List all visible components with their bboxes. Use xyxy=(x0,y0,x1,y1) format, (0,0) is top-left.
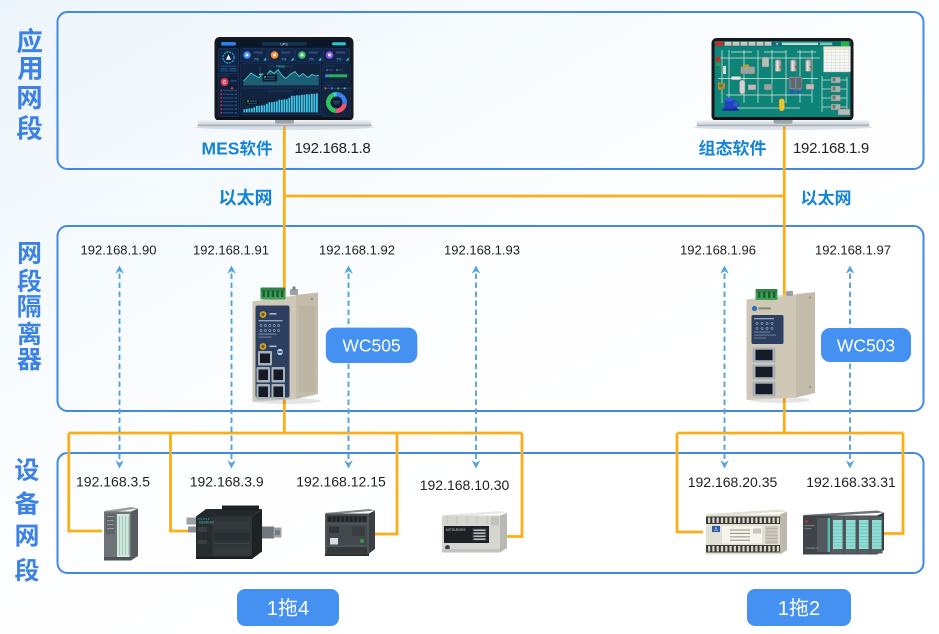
svg-text:192.168.33.31: 192.168.33.31 xyxy=(806,474,896,490)
svg-text:WC503: WC503 xyxy=(837,336,895,356)
svg-text:192.168.1.90: 192.168.1.90 xyxy=(81,242,157,257)
svg-text:WC505: WC505 xyxy=(342,336,400,356)
svg-text:7%: 7% xyxy=(309,58,315,62)
svg-text:192.168.3.9: 192.168.3.9 xyxy=(190,474,264,490)
svg-text:UPS: UPS xyxy=(280,42,288,46)
svg-text:192.168.3.5: 192.168.3.5 xyxy=(76,474,150,490)
svg-text:7%: 7% xyxy=(254,58,260,62)
svg-text:192.168.1.9: 192.168.1.9 xyxy=(793,140,869,157)
svg-text:7%: 7% xyxy=(281,58,287,62)
svg-text:192.168.1.96: 192.168.1.96 xyxy=(680,242,756,257)
svg-text:192.168.1.92: 192.168.1.92 xyxy=(319,242,395,257)
svg-text:0: 0 xyxy=(223,80,226,86)
svg-text:MES: MES xyxy=(202,138,240,158)
svg-text:SIEMENS: SIEMENS xyxy=(199,521,216,525)
svg-text:192.168.12.15: 192.168.12.15 xyxy=(296,474,386,490)
svg-text:MITSUBISHI: MITSUBISHI xyxy=(446,528,465,532)
svg-text:2: 2 xyxy=(809,598,820,620)
svg-text:192.168.1.97: 192.168.1.97 xyxy=(815,242,891,257)
svg-text:192.168.1.91: 192.168.1.91 xyxy=(193,242,269,257)
svg-text:Δ: Δ xyxy=(714,527,718,533)
svg-text:192.168.10.30: 192.168.10.30 xyxy=(420,477,510,493)
svg-text:SIEMENS: SIEMENS xyxy=(805,546,819,550)
svg-text:192.168.1.8: 192.168.1.8 xyxy=(295,140,371,157)
svg-text:TREND: TREND xyxy=(276,64,285,68)
svg-text:1: 1 xyxy=(778,598,789,620)
svg-text:1: 1 xyxy=(267,598,278,620)
svg-text:192.168.20.35: 192.168.20.35 xyxy=(688,474,778,490)
svg-text:192.168.1.93: 192.168.1.93 xyxy=(444,242,520,257)
svg-text:4: 4 xyxy=(298,598,309,620)
svg-text:7%: 7% xyxy=(336,58,342,62)
